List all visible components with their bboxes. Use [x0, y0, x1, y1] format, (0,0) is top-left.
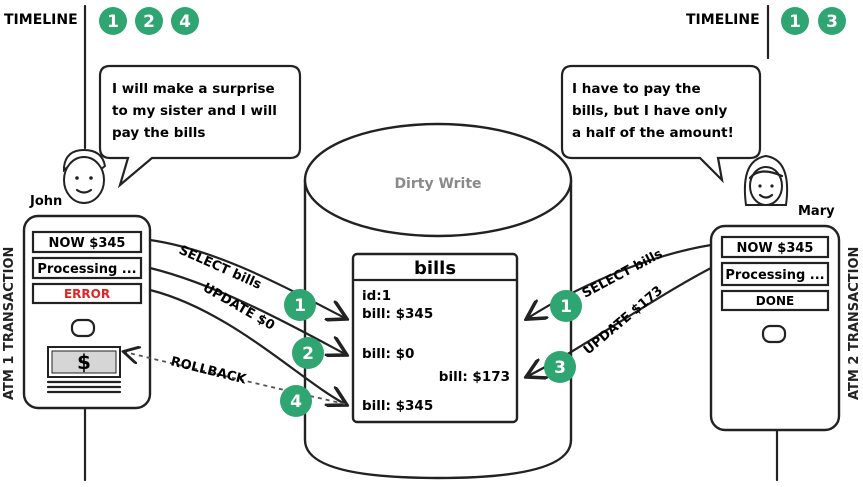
- mary-select-arrow: [528, 243, 713, 318]
- money-icon: $: [46, 346, 122, 394]
- timeline-right-step-1: 1: [781, 7, 809, 35]
- timeline-left-step-2: 2: [135, 7, 163, 35]
- step-badge-mary-update: 3: [544, 351, 576, 383]
- atm2-card-slot-icon: [761, 324, 787, 344]
- bills-row-zero: bill: $0: [362, 346, 414, 362]
- svg-text:2: 2: [302, 344, 314, 364]
- atm2-transaction-label: ATM 2 TRANSACTION: [847, 247, 862, 400]
- mary-speech-line-3: a half of the amount!: [572, 125, 734, 141]
- john-speech-line-3: pay the bills: [112, 125, 205, 141]
- john-rollback-label: ROLLBACK: [169, 354, 248, 387]
- john-select-arrow: [148, 238, 345, 318]
- money-symbol: $: [77, 350, 91, 374]
- atm2-screen-line-2: Processing ...: [725, 268, 824, 283]
- mary-speech-line-2: bills, but I have only: [572, 103, 727, 119]
- mary-speech-bubble: I have to pay the bills, but I have only…: [560, 64, 762, 184]
- john-avatar-icon: [63, 148, 107, 204]
- atm1-machine: NOW $345 Processing ... ERROR $: [22, 214, 152, 410]
- svg-text:4: 4: [290, 392, 302, 412]
- atm1-transaction-label: ATM 1 TRANSACTION: [2, 247, 17, 400]
- step-badge-mary-select: 1: [550, 290, 582, 322]
- john-rollback-arrow: [125, 352, 346, 405]
- svg-text:2: 2: [143, 12, 155, 32]
- bills-row-restored: bill: $345: [362, 398, 433, 414]
- bills-row-173: bill: $173: [439, 369, 510, 385]
- atm2-done-text: DONE: [756, 294, 794, 308]
- john-rollback-line: [148, 288, 345, 404]
- atm1-card-slot-icon: [70, 318, 96, 338]
- step-badge-john-rollback: 4: [280, 385, 312, 417]
- john-speech-bubble: I will make a surprise to my sister and …: [98, 64, 302, 189]
- bills-table: bills id:1 bill: $345 bill: $0 bill: $17…: [351, 252, 519, 424]
- atm1-screen-line-2: Processing ...: [37, 262, 136, 277]
- john-update-label: UPDATE $0: [200, 280, 277, 333]
- database-title: Dirty Write: [394, 176, 481, 192]
- step-badge-john-update: 2: [292, 337, 324, 369]
- step-badge-john-select: 1: [284, 289, 316, 321]
- timeline-right-label: TIMELINE: [686, 12, 760, 28]
- john-update-arrow: [148, 266, 345, 354]
- atm1-screen-line-2-box: [31, 256, 143, 280]
- svg-text:1: 1: [294, 296, 306, 316]
- bills-row-initial: bill: $345: [362, 306, 433, 322]
- svg-text:1: 1: [789, 12, 801, 32]
- mary-avatar-icon: [743, 154, 789, 206]
- svg-text:1: 1: [560, 297, 572, 317]
- john-select-label: SELECT bills: [176, 243, 263, 293]
- atm2-machine: NOW $345 Processing ... DONE: [709, 224, 841, 432]
- john-speech-line-2: to my sister and I will: [112, 103, 277, 119]
- john-speech-line-1: I will make a surprise: [112, 81, 275, 97]
- timeline-left-step-4: 4: [171, 7, 199, 35]
- atm1-error-text: ERROR: [64, 287, 110, 301]
- timeline-right-step-3: 3: [818, 7, 846, 35]
- mary-name: Mary: [798, 204, 835, 219]
- john-name: John: [29, 194, 62, 209]
- svg-text:3: 3: [554, 358, 566, 378]
- svg-text:1: 1: [107, 12, 119, 32]
- atm1-screen-line-1-box: [31, 230, 143, 254]
- svg-text:3: 3: [826, 12, 838, 32]
- atm1-screen-line-3-box: [31, 282, 143, 305]
- atm2-screen-line-1: NOW $345: [737, 241, 814, 256]
- bills-table-title: bills: [414, 258, 456, 279]
- mary-speech-line-1: I have to pay the: [572, 81, 701, 97]
- atm1-screen-line-1: NOW $345: [49, 236, 126, 251]
- timeline-left-step-1: 1: [99, 7, 127, 35]
- timeline-left-label: TIMELINE: [4, 12, 78, 28]
- svg-text:4: 4: [179, 12, 191, 32]
- bills-row-id: id:1: [362, 288, 391, 304]
